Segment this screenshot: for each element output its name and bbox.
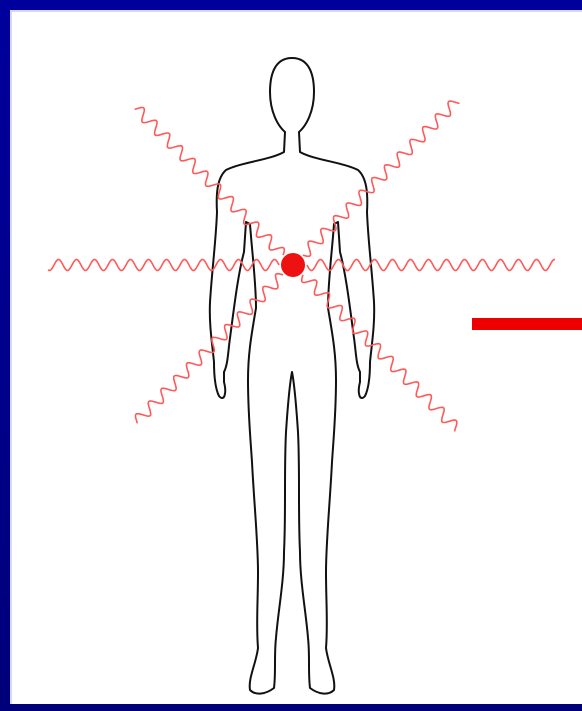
radiation-wave-3	[303, 101, 460, 256]
body-radiation-diagram	[12, 12, 582, 704]
human-body-outline	[210, 58, 374, 694]
radiation-wave-4	[135, 108, 285, 256]
radiation-wave-6	[136, 274, 284, 424]
diagram-panel	[10, 10, 582, 704]
arrow-indicator-bar	[472, 318, 582, 330]
radiation-wave-5	[302, 275, 457, 432]
radiation-wave-2	[48, 260, 279, 271]
radiation-source-dot	[281, 253, 305, 277]
